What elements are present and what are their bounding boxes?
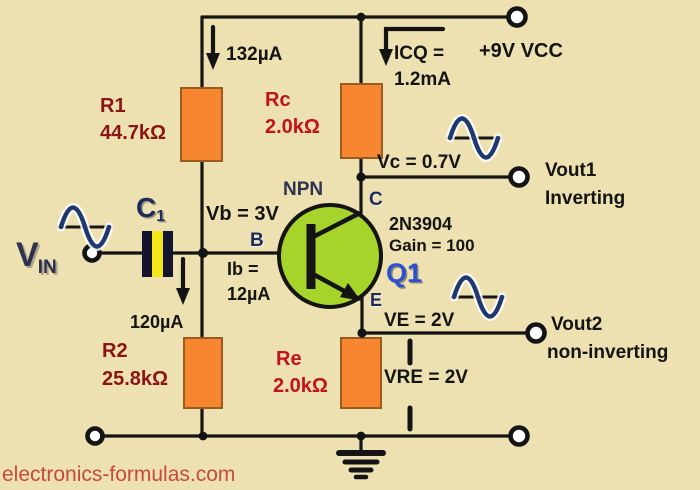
icq-label: ICQ = [394,43,445,64]
vin-sine-icon [56,203,114,251]
rc-name: Rc [265,89,291,111]
vout1-mode-label: Inverting [545,188,626,209]
c1-right-plate [163,231,173,277]
vre-label: VRE = 2V [384,367,468,388]
vcc-terminal [506,6,528,28]
vout1-terminal [508,166,530,188]
rc-value: 2.0kΩ [265,116,320,138]
transistor-type-label: NPN [283,179,324,200]
transistor-part-label: 2N3904 [389,214,453,234]
junction-dot [198,431,208,441]
re-resistor-body [340,337,382,409]
site-brand-text: electronics-formulas.com [2,463,236,486]
ib-label: Ib = [227,259,259,279]
c1-label: C1 [136,192,166,225]
vc-label: Vc = 0.7V [377,152,461,173]
r1-current-label: 132µA [226,44,283,65]
bottom-right-terminal [508,425,530,447]
vout2-terminal [525,322,547,344]
vb-label: Vb = 3V [206,203,279,225]
c1-subscript-text: 1 [156,208,166,225]
c1-main-text: C [136,192,157,223]
transistor-collector-lead [309,210,362,241]
r2-value: 25.8kΩ [102,368,169,390]
circuit-wires [99,15,527,438]
junction-dot [356,172,366,182]
c1-left-plate [142,231,152,277]
r1-current-arrow [206,24,220,70]
r1-value: 44.7kΩ [100,122,167,144]
c1-dielectric [152,231,163,277]
emitter-arrowhead [340,283,361,301]
junction-dots [198,12,367,441]
r1-name: R1 [100,95,126,117]
vout2-mode-label: non-inverting [547,342,669,363]
icq-current-arrow [379,26,446,66]
vin-subscript-text: IN [37,257,57,278]
ib-value: 12µA [227,284,271,304]
pin-c-label: C [369,189,383,210]
transistor-circle [277,203,383,309]
q1-designator-label: Q1 [386,258,423,288]
junction-dot [198,248,208,258]
bottom-left-terminal [85,426,105,446]
icq-value: 1.2mA [394,69,452,90]
pin-e-label: E [370,290,383,310]
vout1-label: Vout1 [545,160,597,181]
r2-current-arrow [176,256,190,305]
ve-label: VE = 2V [384,310,455,331]
junction-dot [356,12,366,22]
r1-resistor-body [180,87,223,162]
vin-label: VIN [16,236,58,277]
vout1-sine-icon [445,114,503,162]
ground-icon [336,434,386,480]
r2-resistor-body [183,337,223,409]
pin-b-label: B [250,230,264,251]
c1-capacitor-body [142,231,173,277]
vin-main-text: V [16,236,39,274]
rc-resistor-body [340,83,383,159]
vout2-label: Vout2 [551,314,603,335]
re-name: Re [276,348,302,370]
re-value: 2.0kΩ [273,375,328,397]
r2-name: R2 [102,340,128,362]
vout2-sine-icon [449,273,507,321]
transistor-gain-label: Gain = 100 [389,236,475,255]
q1-transistor-symbol [277,203,383,309]
r2-current-label: 120µA [130,312,184,332]
junction-dot [357,328,367,338]
vcc-label: +9V VCC [479,40,563,62]
